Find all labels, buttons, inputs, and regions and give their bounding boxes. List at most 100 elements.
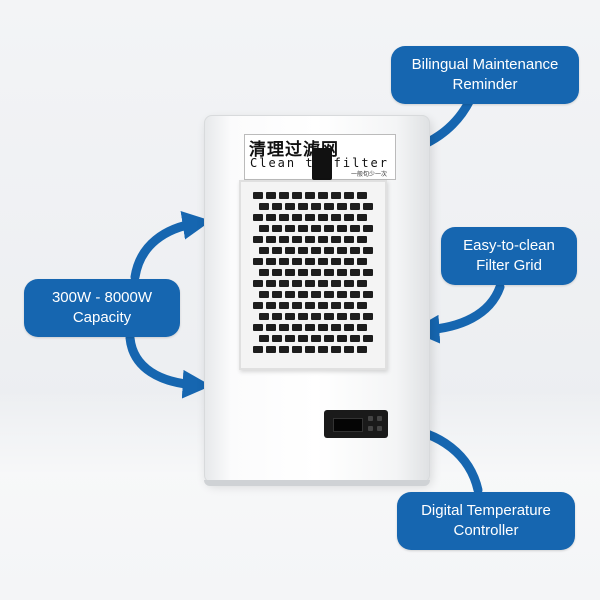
- filter-slot: [324, 335, 334, 342]
- filter-arrow: [410, 282, 505, 344]
- filter-slot: [311, 203, 321, 210]
- controller-callout-line1: Digital Temperature: [421, 502, 551, 519]
- filter-slot: [311, 313, 321, 320]
- filter-slot: [318, 214, 328, 221]
- filter-slot: [350, 335, 360, 342]
- filter-slot: [266, 214, 276, 221]
- filter-slot: [344, 302, 354, 309]
- filter-slot: [285, 335, 295, 342]
- filter-callout: Easy-to-clean Filter Grid: [441, 227, 577, 285]
- filter-slot: [357, 258, 367, 265]
- filter-slot: [357, 236, 367, 243]
- capacity-arrow-up: [130, 211, 212, 282]
- controller-button-down: [368, 426, 373, 431]
- filter-slot: [253, 324, 263, 331]
- filter-slot: [305, 214, 315, 221]
- filter-slot: [266, 280, 276, 287]
- controller-button-set: [377, 416, 382, 421]
- filter-slot: [285, 203, 295, 210]
- maintenance-callout: Bilingual Maintenance Reminder: [391, 46, 579, 104]
- filter-slot: [350, 313, 360, 320]
- controller-button-mode: [377, 426, 382, 431]
- filter-slot: [357, 280, 367, 287]
- filter-slot: [344, 258, 354, 265]
- filter-slot: [259, 313, 269, 320]
- filter-slot: [305, 192, 315, 199]
- filter-slot: [259, 291, 269, 298]
- filter-slot: [311, 269, 321, 276]
- filter-slot: [253, 236, 263, 243]
- filter-slot: [253, 214, 263, 221]
- filter-slot: [318, 236, 328, 243]
- filter-grid: [239, 180, 387, 370]
- filter-slot: [266, 236, 276, 243]
- filter-slot: [318, 324, 328, 331]
- filter-slot: [266, 258, 276, 265]
- filter-slot: [337, 269, 347, 276]
- filter-slot: [318, 192, 328, 199]
- filter-slot: [357, 192, 367, 199]
- filter-slot: [272, 291, 282, 298]
- filter-slot: [331, 346, 341, 353]
- filter-slot: [324, 247, 334, 254]
- filter-slot: [324, 269, 334, 276]
- controller-callout-line2: Controller: [453, 522, 519, 539]
- filter-slot: [272, 225, 282, 232]
- filter-slot: [259, 225, 269, 232]
- filter-slot: [363, 291, 373, 298]
- filter-slot: [272, 247, 282, 254]
- filter-slot: [305, 258, 315, 265]
- capacity-callout-line1: 300W - 8000W: [51, 289, 153, 306]
- filter-slot: [331, 280, 341, 287]
- filter-slot: [363, 313, 373, 320]
- filter-slot: [298, 203, 308, 210]
- filter-slot: [311, 247, 321, 254]
- filter-slot: [324, 313, 334, 320]
- filter-slot: [337, 291, 347, 298]
- filter-slot: [363, 269, 373, 276]
- filter-slot: [350, 247, 360, 254]
- capacity-arrow-down: [125, 333, 212, 399]
- filter-slot: [253, 302, 263, 309]
- filter-slot: [311, 291, 321, 298]
- label-english-right: filter: [333, 156, 389, 170]
- filter-slot: [279, 192, 289, 199]
- filter-slot: [259, 247, 269, 254]
- filter-slot: [292, 280, 302, 287]
- maintenance-callout-line1: Bilingual Maintenance: [411, 56, 559, 73]
- filter-slot: [344, 192, 354, 199]
- filter-slot: [272, 335, 282, 342]
- filter-slot: [350, 269, 360, 276]
- filter-slot: [266, 192, 276, 199]
- filter-slot: [253, 346, 263, 353]
- filter-slot: [253, 192, 263, 199]
- label-small-print: 一般旬少一次: [350, 171, 387, 178]
- filter-slot: [279, 214, 289, 221]
- filter-slot: [344, 214, 354, 221]
- filter-slot: [357, 302, 367, 309]
- filter-slot: [279, 302, 289, 309]
- capacity-callout-line2: Capacity: [72, 309, 132, 326]
- filter-slot: [357, 346, 367, 353]
- filter-slot: [337, 247, 347, 254]
- filter-slot: [350, 203, 360, 210]
- filter-slot: [285, 269, 295, 276]
- filter-slot: [331, 324, 341, 331]
- filter-slot: [272, 269, 282, 276]
- filter-slot: [298, 335, 308, 342]
- filter-slot: [318, 280, 328, 287]
- filter-slot: [344, 346, 354, 353]
- filter-slot: [324, 225, 334, 232]
- filter-slot: [337, 225, 347, 232]
- label-tab: [312, 148, 332, 180]
- filter-slot: [259, 269, 269, 276]
- filter-slot: [318, 302, 328, 309]
- filter-slot: [266, 302, 276, 309]
- filter-slot: [305, 302, 315, 309]
- filter-slot: [363, 225, 373, 232]
- controller-callout: Digital Temperature Controller: [397, 492, 575, 550]
- controller-button-up: [368, 416, 373, 421]
- filter-slot: [357, 214, 367, 221]
- filter-slot: [331, 258, 341, 265]
